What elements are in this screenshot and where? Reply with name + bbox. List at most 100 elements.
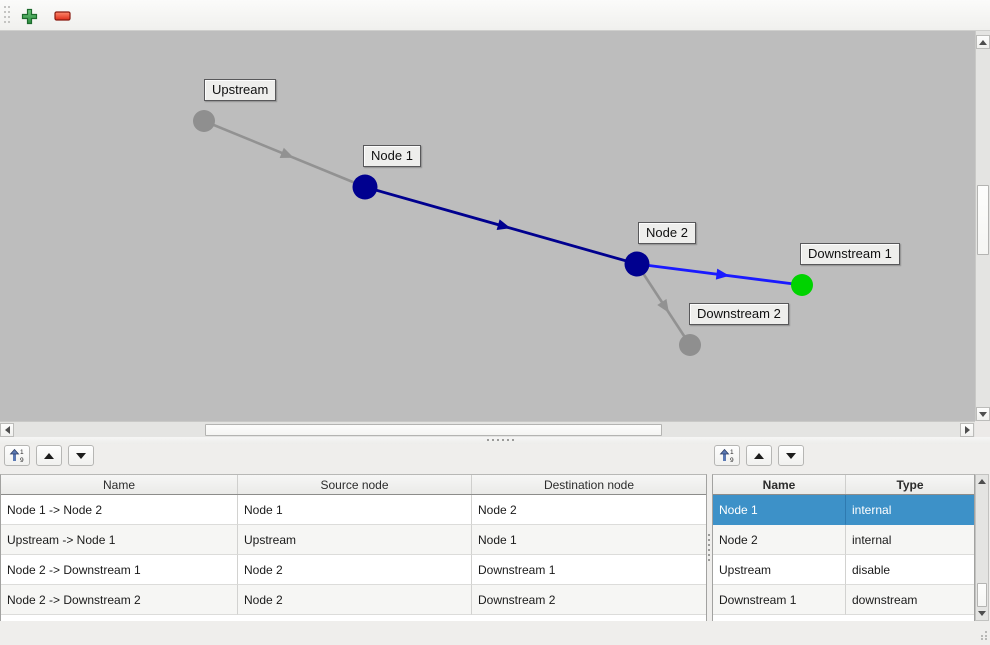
edge-upstream-node1[interactable] <box>203 119 366 189</box>
node-label-downstream2[interactable]: Downstream 2 <box>689 303 789 325</box>
nodes-move-up-button[interactable] <box>746 445 772 466</box>
nodes-table-vscrollbar[interactable] <box>975 474 989 621</box>
canvas-hscroll-thumb[interactable] <box>205 424 662 436</box>
add-node-button[interactable] <box>17 6 41 26</box>
svg-text:9: 9 <box>20 457 24 463</box>
scrollbar-corner <box>975 421 990 437</box>
cell-destination: Downstream 2 <box>472 585 706 615</box>
edges-move-up-button[interactable] <box>36 445 62 466</box>
arrow-left-icon <box>4 426 10 434</box>
node-node1[interactable] <box>352 174 378 200</box>
plus-icon <box>21 8 37 24</box>
edges-table: Name Source node Destination node Node 1… <box>0 474 707 621</box>
table-empty-area <box>1 615 706 621</box>
cell-type: internal <box>846 525 974 555</box>
sort-ascending-icon: 1 9 <box>719 448 734 463</box>
canvas-vscroll-thumb[interactable] <box>977 185 989 255</box>
edges-sort-button[interactable]: 1 9 <box>4 445 30 466</box>
scroll-left-button[interactable] <box>0 423 14 437</box>
arrow-down-icon <box>979 411 987 417</box>
horizontal-splitter[interactable] <box>0 437 990 444</box>
cell-name: Downstream 1 <box>713 585 846 615</box>
minus-icon <box>53 11 71 21</box>
svg-text:9: 9 <box>730 457 734 463</box>
column-header-name[interactable]: Name <box>1 475 238 494</box>
scroll-down-button[interactable] <box>976 607 988 620</box>
window-resize-grip[interactable] <box>978 629 988 643</box>
node-row-1[interactable]: Node 2 internal <box>713 525 974 555</box>
edge-row-2[interactable]: Node 2 -> Downstream 1 Node 2 Downstream… <box>1 555 706 585</box>
nodes-sort-button[interactable]: 1 9 <box>714 445 740 466</box>
cell-destination: Node 2 <box>472 495 706 525</box>
edge-node2-downstream1[interactable] <box>636 262 803 287</box>
cell-type: downstream <box>846 585 974 615</box>
cell-name: Node 2 -> Downstream 1 <box>1 555 238 585</box>
cell-source: Upstream <box>238 525 472 555</box>
triangle-down-icon <box>786 452 796 459</box>
sort-ascending-icon: 1 9 <box>9 448 24 463</box>
resize-grip-icon <box>981 631 987 640</box>
graph-canvas: Upstream Node 1 Node 2 Downstream 1 Down… <box>0 31 975 421</box>
node-label-node1[interactable]: Node 1 <box>363 145 421 167</box>
scroll-down-button[interactable] <box>976 407 990 421</box>
cell-type: internal <box>846 495 974 525</box>
cell-name: Node 2 <box>713 525 846 555</box>
cell-destination: Downstream 1 <box>472 555 706 585</box>
cell-name: Upstream -> Node 1 <box>1 525 238 555</box>
node-downstream2[interactable] <box>679 334 701 356</box>
nodes-table: Name Type Node 1 internal Node 2 interna… <box>712 474 975 621</box>
nodes-table-scroll-thumb[interactable] <box>977 583 987 607</box>
cell-name: Node 1 -> Node 2 <box>1 495 238 525</box>
cell-source: Node 2 <box>238 585 472 615</box>
arrow-up-icon <box>979 39 987 45</box>
toolbar-drag-handle[interactable] <box>3 5 12 30</box>
column-header-type[interactable]: Type <box>896 477 924 492</box>
node-downstream1[interactable] <box>791 274 813 296</box>
edge-node1-node2[interactable] <box>364 185 638 266</box>
column-header-source[interactable]: Source node <box>238 475 472 494</box>
node-label-downstream1[interactable]: Downstream 1 <box>800 243 900 265</box>
arrow-up-icon <box>978 479 986 484</box>
canvas-hscrollbar[interactable] <box>0 421 975 437</box>
arrow-down-icon <box>978 611 986 616</box>
cell-source: Node 1 <box>238 495 472 525</box>
node-row-0-selected[interactable]: Node 1 internal <box>713 495 974 525</box>
cell-type: disable <box>846 555 974 585</box>
edges-table-header: Name Source node Destination node <box>1 475 706 495</box>
edge-row-3[interactable]: Node 2 -> Downstream 2 Node 2 Downstream… <box>1 585 706 615</box>
node-node2[interactable] <box>624 251 650 277</box>
edge-node2-downstream2[interactable] <box>635 263 692 346</box>
node-upstream[interactable] <box>193 110 215 132</box>
edge-row-0[interactable]: Node 1 -> Node 2 Node 1 Node 2 <box>1 495 706 525</box>
svg-text:1: 1 <box>20 449 24 456</box>
main-toolbar <box>0 0 990 31</box>
splitter-grip-dots <box>487 439 514 441</box>
nodes-move-down-button[interactable] <box>778 445 804 466</box>
column-header-destination[interactable]: Destination node <box>543 477 635 492</box>
triangle-down-icon <box>76 452 86 459</box>
edge-row-1[interactable]: Upstream -> Node 1 Upstream Node 1 <box>1 525 706 555</box>
cell-source: Node 2 <box>238 555 472 585</box>
scroll-up-button[interactable] <box>976 475 988 488</box>
grip-dots-icon <box>4 6 10 23</box>
scroll-right-button[interactable] <box>960 423 974 437</box>
arrow-right-icon <box>964 426 970 434</box>
node-row-2[interactable]: Upstream disable <box>713 555 974 585</box>
node-label-node2[interactable]: Node 2 <box>638 222 696 244</box>
remove-node-button[interactable] <box>50 6 74 26</box>
nodes-table-header: Name Type <box>713 475 974 495</box>
svg-text:1: 1 <box>730 449 734 456</box>
table-empty-area <box>713 615 974 621</box>
canvas-vscrollbar[interactable] <box>975 31 990 421</box>
node-row-3[interactable]: Downstream 1 downstream <box>713 585 974 615</box>
edges-move-down-button[interactable] <box>68 445 94 466</box>
cell-name: Node 1 <box>713 495 846 525</box>
vertical-splitter[interactable] <box>706 474 712 621</box>
node-label-upstream[interactable]: Upstream <box>204 79 277 101</box>
cell-destination: Node 1 <box>472 525 706 555</box>
cell-name: Upstream <box>713 555 846 585</box>
cell-name: Node 2 -> Downstream 2 <box>1 585 238 615</box>
scroll-up-button[interactable] <box>976 35 990 49</box>
column-header-name[interactable]: Name <box>713 475 846 494</box>
